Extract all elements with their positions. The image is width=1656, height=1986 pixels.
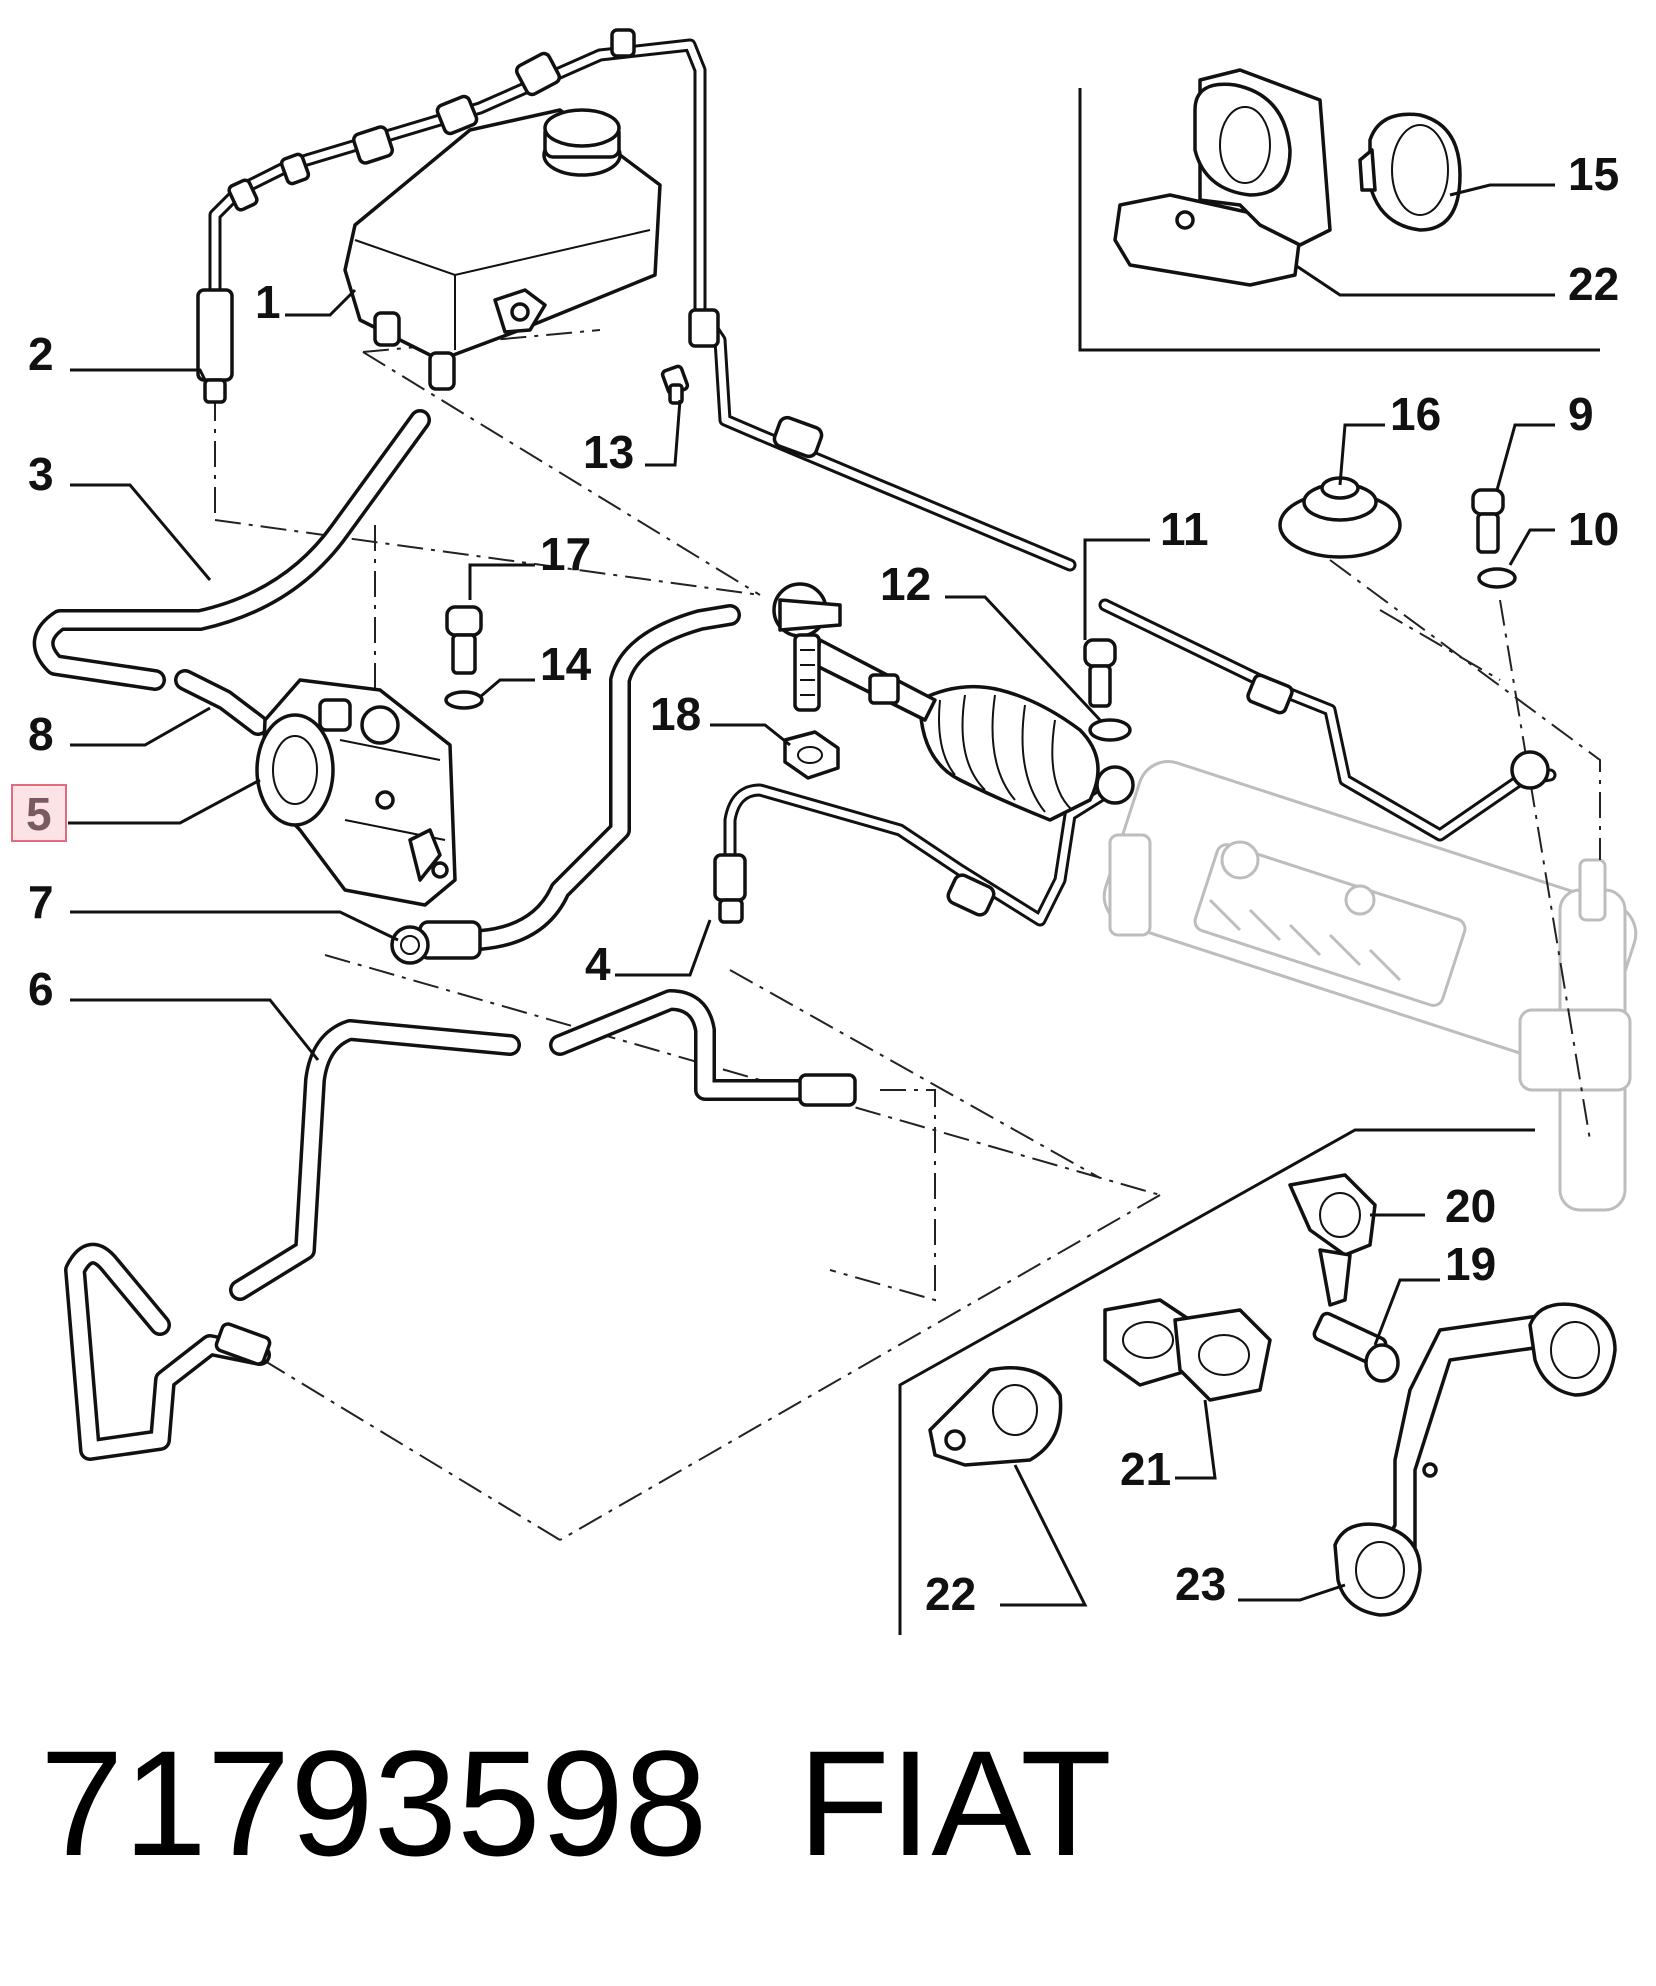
part-number: 71793598 [40, 1719, 708, 1887]
steering-rack-ghost [1102, 760, 1638, 1212]
callout-5[interactable]: 5 [26, 788, 52, 840]
callout-14[interactable]: 14 [540, 638, 592, 690]
clip-20 [1288, 1173, 1377, 1307]
dashdot-lines [214, 329, 1601, 1541]
callout-17[interactable]: 17 [540, 528, 591, 580]
callout-21[interactable]: 21 [1120, 1443, 1171, 1495]
callout-19[interactable]: 19 [1445, 1238, 1496, 1290]
brand-name: FIAT [798, 1719, 1112, 1887]
p-clip-22 [928, 1366, 1063, 1467]
upper-return-pipe [196, 28, 1077, 572]
bolt-9 [1471, 488, 1517, 589]
bolt-11 [1083, 638, 1132, 742]
callout-22-bottom[interactable]: 22 [925, 1568, 976, 1620]
callout-13[interactable]: 13 [583, 426, 634, 478]
leader-lines [68, 183, 1555, 1607]
reservoir [343, 108, 662, 391]
callout-3[interactable]: 3 [28, 448, 54, 500]
callout-20[interactable]: 20 [1445, 1180, 1496, 1232]
callout-9[interactable]: 9 [1568, 388, 1594, 440]
callout-labels: 1 2 3 8 5 7 6 4 13 17 14 18 12 11 16 9 1… [11, 148, 1619, 1620]
callout-4[interactable]: 4 [585, 938, 611, 990]
callout-10[interactable]: 10 [1568, 503, 1619, 555]
return-hose-6 [64, 989, 857, 1461]
screw-19 [1312, 1311, 1400, 1383]
callout-15[interactable]: 15 [1568, 148, 1619, 200]
power-steering-pump[interactable] [255, 678, 457, 907]
callout-8[interactable]: 8 [28, 708, 54, 760]
callout-12[interactable]: 12 [880, 558, 931, 610]
hose-8 [174, 669, 269, 736]
clamp-21 [1103, 1298, 1272, 1402]
rack-boot [772, 582, 1100, 822]
callout-2[interactable]: 2 [28, 328, 54, 380]
bolt-13 [660, 364, 690, 405]
nut-18 [783, 730, 840, 780]
pressure-hose [390, 604, 741, 965]
rack-pipe-right [1098, 598, 1557, 842]
inset-frame-top [1078, 88, 1600, 352]
inset-frame-bottom [898, 1128, 1535, 1635]
callout-6[interactable]: 6 [28, 963, 54, 1015]
clamp-bracket-inset [1113, 68, 1462, 287]
callout-18[interactable]: 18 [650, 688, 701, 740]
callout-22-top[interactable]: 22 [1568, 258, 1619, 310]
callout-23[interactable]: 23 [1175, 1558, 1226, 1610]
hose-3 [32, 409, 431, 691]
callout-11[interactable]: 11 [1160, 503, 1209, 555]
callout-16[interactable]: 16 [1390, 388, 1441, 440]
callout-5-highlight [11, 784, 67, 842]
callout-7[interactable]: 7 [28, 876, 54, 928]
bracket-23 [1333, 1302, 1617, 1617]
mount-16 [1278, 476, 1402, 559]
return-pipe-4 [713, 765, 1135, 927]
bolt-17 [444, 605, 484, 710]
callout-1[interactable]: 1 [255, 276, 281, 328]
